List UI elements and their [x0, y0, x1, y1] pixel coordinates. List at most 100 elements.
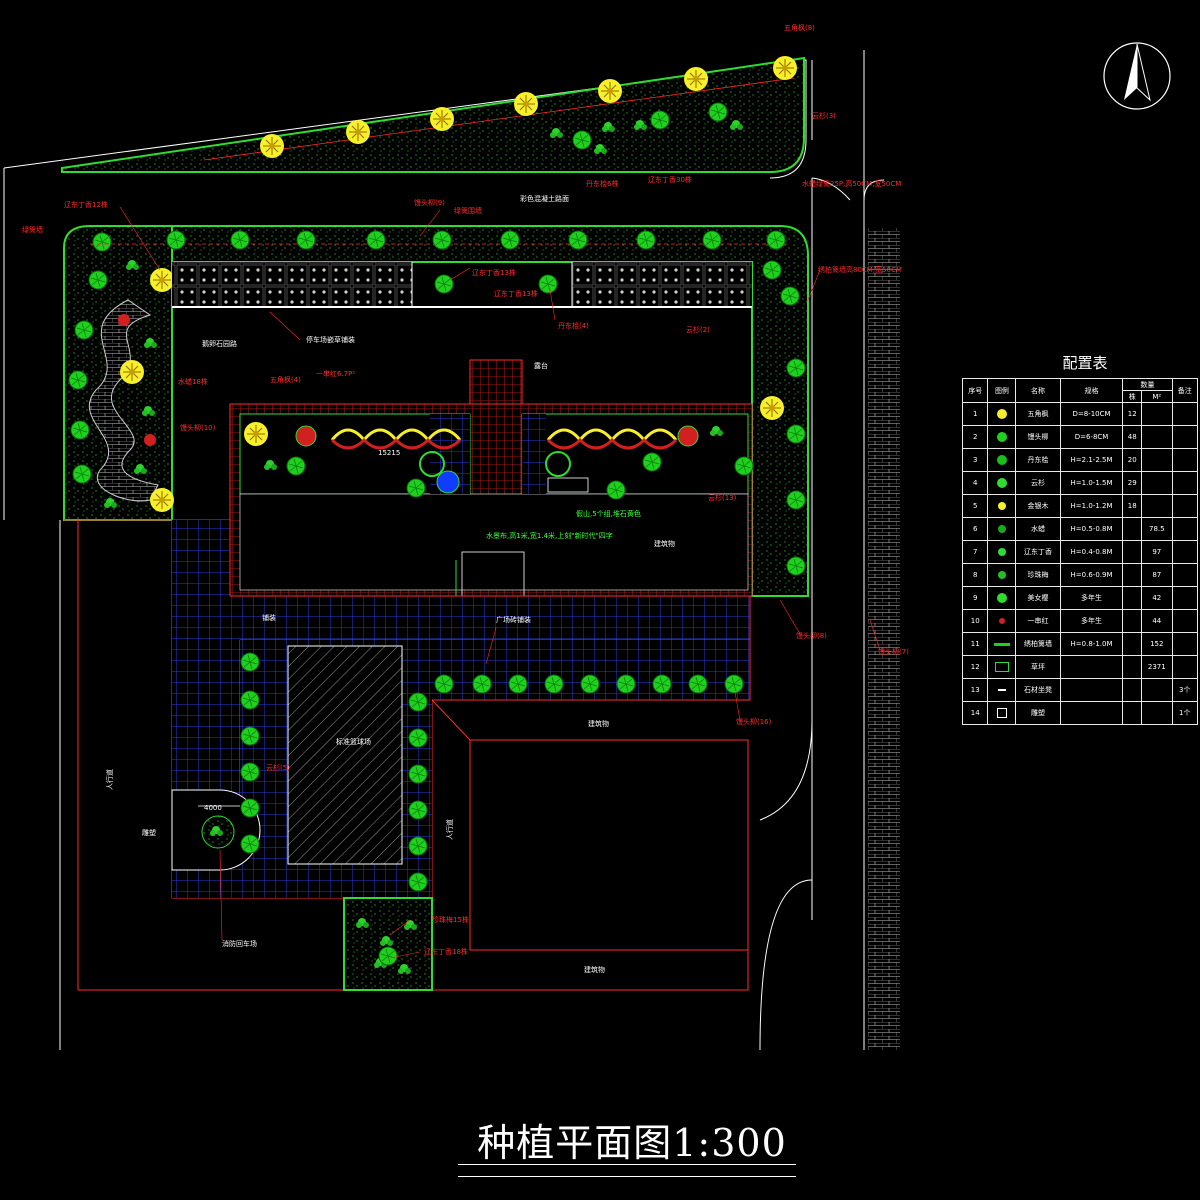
- table-cell-no: 1: [961, 402, 989, 426]
- label-sidewalk-e: 人行道: [445, 819, 454, 840]
- table-cell-qty-area: [1141, 678, 1173, 702]
- label-spruce-13: 云杉(13): [708, 493, 737, 502]
- col-qty: 数量: [1122, 378, 1173, 391]
- north-green-strip: [61, 55, 805, 173]
- table-cell-legend: [987, 609, 1017, 633]
- lilac-icon: [997, 548, 1006, 556]
- table-cell-spec: [1059, 678, 1124, 702]
- label-pave: 铺装: [262, 613, 276, 622]
- label-sculpture: 雕塑: [142, 828, 156, 837]
- table-cell-spec: D=6-8CM: [1059, 425, 1124, 449]
- table-cell-spec: H=1.0-1.2M: [1059, 494, 1124, 518]
- label-maple-w: 五角枫(4): [270, 375, 301, 384]
- table-cell-spec: [1059, 701, 1124, 725]
- hedge-icon: [993, 642, 1010, 646]
- table-cell-spec: H=2.1-2.5M: [1059, 448, 1124, 472]
- label-willow-main: 云杉(5): [266, 763, 290, 772]
- table-cell-no: 10: [961, 609, 989, 633]
- table-cell-qty-area: 152: [1141, 632, 1173, 656]
- table-cell-remark: [1171, 563, 1199, 587]
- table-cell-qty-plant: [1122, 563, 1143, 587]
- table-cell-spec: D=8-10CM: [1059, 402, 1124, 426]
- table-cell-legend: [987, 632, 1017, 656]
- label-fire: 消防回车场: [222, 939, 257, 948]
- label-spruce-2: 云杉(2): [686, 325, 710, 334]
- annotations: 五角枫(8) 云杉(3) 丹东桧6株 辽东丁香30株 水蜡绿篱25P,高50CM…: [22, 23, 909, 974]
- table-cell-qty-area: [1141, 701, 1173, 725]
- label-top-spruce: 云杉(3): [812, 111, 836, 120]
- table-cell-remark: [1171, 425, 1199, 449]
- table-cell-no: 6: [961, 517, 989, 541]
- table-cell-spec: H=0.8-1.0M: [1059, 632, 1124, 656]
- table-cell-qty-plant: [1122, 517, 1143, 541]
- table-cell-legend: [987, 586, 1017, 610]
- table-cell-no: 2: [961, 425, 989, 449]
- parking-lot: [172, 306, 752, 308]
- col-unit-area: M²: [1141, 390, 1173, 403]
- label-sidewalk-w: 人行道: [105, 769, 114, 790]
- label-top-maple: 五角枫(8): [784, 23, 815, 32]
- label-fountain: 水景布,高1米,宽1.4米,上刻"新时代"四字: [486, 531, 613, 540]
- table-cell-no: 14: [961, 701, 989, 725]
- table-cell-name: 馒头柳: [1015, 425, 1061, 449]
- label-liaodong-13: 辽东丁香13株: [472, 268, 516, 277]
- table-cell-no: 13: [961, 678, 989, 702]
- table-cell-no: 7: [961, 540, 989, 564]
- table-cell-qty-plant: [1122, 609, 1143, 633]
- table-cell-spec: H=1.0-1.5M: [1059, 471, 1124, 495]
- label-willow-9: 馒头柳(9): [414, 198, 445, 207]
- label-building-1: 建筑物: [654, 539, 675, 548]
- roads: [3, 50, 885, 1051]
- table-cell-legend: [987, 678, 1017, 702]
- table-cell-spec: 多年生: [1059, 609, 1124, 633]
- label-lilac-12: 辽东丁香12株: [64, 200, 108, 209]
- table-cell-qty-area: 87: [1141, 563, 1173, 587]
- label-building-3: 建筑物: [584, 965, 605, 974]
- table-cell-name: 草坪: [1015, 655, 1061, 679]
- table-cell-name: 绣柏篱墙: [1015, 632, 1061, 656]
- table-cell-legend: [987, 517, 1017, 541]
- parking-paver: [172, 262, 412, 306]
- table-cell-name: 丹东桧: [1015, 448, 1061, 472]
- west-green-belt: [63, 225, 175, 521]
- label-pearl-15: 珍珠梅15株: [432, 915, 469, 924]
- col-legend: 图例: [987, 378, 1017, 403]
- label-terrace: 露台: [534, 361, 548, 370]
- label-lilac-18: 辽东丁香18株: [424, 947, 468, 956]
- leader-lines: [119, 206, 881, 959]
- col-remark: 备注: [1171, 378, 1199, 403]
- table-cell-qty-area: 2371: [1141, 655, 1173, 679]
- table-cell-qty-area: 42: [1141, 586, 1173, 610]
- table-cell-remark: [1171, 586, 1199, 610]
- table-cell-legend: [987, 448, 1017, 472]
- label-parking: 停车场嵌草铺装: [306, 335, 355, 344]
- table-cell-name: 云杉: [1015, 471, 1061, 495]
- table-cell-name: 一串红: [1015, 609, 1061, 633]
- label-top-dandong: 丹东桧6株: [586, 179, 618, 188]
- table-cell-qty-plant: 29: [1122, 471, 1143, 495]
- pearl-icon: [997, 571, 1006, 579]
- table-cell-qty-area: 44: [1141, 609, 1173, 633]
- table-cell-no: 12: [961, 655, 989, 679]
- sculpture-icon: [996, 708, 1007, 718]
- north-arrow: [1103, 42, 1171, 110]
- table-cell-qty-plant: 12: [1122, 402, 1143, 426]
- central-garden: [229, 403, 754, 607]
- col-no: 序号: [961, 378, 989, 403]
- label-court: 标准篮球场: [336, 737, 371, 746]
- table-cell-name: 石材坐凳: [1015, 678, 1061, 702]
- lawn-icon: [994, 662, 1009, 672]
- table-cell-no: 8: [961, 563, 989, 587]
- table-cell-remark: [1171, 494, 1199, 518]
- table-cell-remark: [1171, 632, 1199, 656]
- table-cell-qty-plant: [1122, 678, 1143, 702]
- label-plaza: 广场砖铺装: [496, 615, 531, 624]
- table-cell-qty-plant: [1122, 701, 1143, 725]
